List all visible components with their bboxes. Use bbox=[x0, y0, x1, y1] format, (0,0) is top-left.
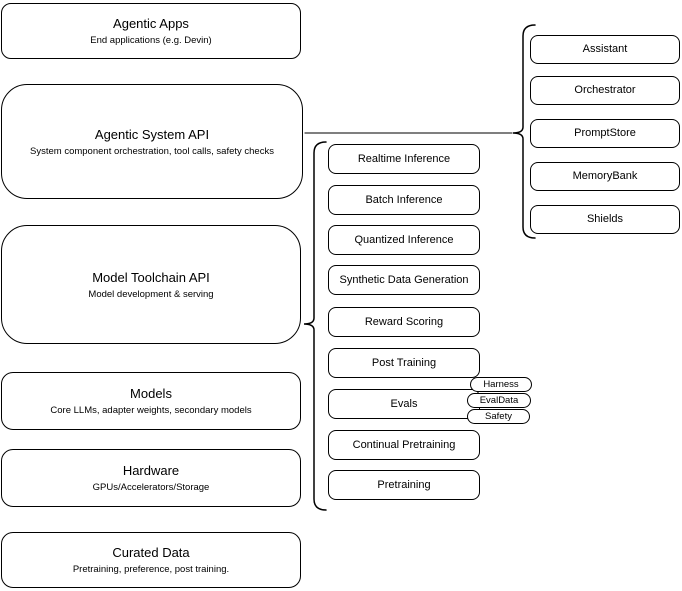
layer-subtitle: End applications (e.g. Devin) bbox=[90, 35, 212, 46]
service-box-post-training: Post Training bbox=[328, 348, 480, 378]
brace-toolchain-services bbox=[303, 141, 327, 511]
service-label: Reward Scoring bbox=[364, 315, 444, 328]
layer-box-agentic-apps: Agentic Apps End applications (e.g. Devi… bbox=[1, 3, 301, 59]
component-box-promptstore: PromptStore bbox=[530, 119, 680, 148]
layer-box-models: Models Core LLMs, adapter weights, secon… bbox=[1, 372, 301, 430]
component-label: PromptStore bbox=[574, 127, 636, 139]
service-box-pretraining: Pretraining bbox=[328, 470, 480, 500]
tag-oval-safety: Safety bbox=[467, 409, 530, 424]
service-label: Evals bbox=[390, 397, 418, 410]
component-box-assistant: Assistant bbox=[530, 35, 680, 64]
layer-box-curated-data: Curated Data Pretraining, preference, po… bbox=[1, 532, 301, 588]
service-box-batch-inference: Batch Inference bbox=[328, 185, 480, 215]
component-label: Orchestrator bbox=[574, 84, 636, 96]
tag-label: EvalData bbox=[479, 394, 519, 406]
service-box-quantized-inference: Quantized Inference bbox=[328, 225, 480, 255]
layer-title: Agentic Apps bbox=[113, 16, 189, 31]
service-box-reward-scoring: Reward Scoring bbox=[328, 307, 480, 337]
component-box-shields: Shields bbox=[530, 205, 680, 234]
layer-subtitle: Core LLMs, adapter weights, secondary mo… bbox=[50, 405, 252, 416]
layer-box-agentic-system-api: Agentic System API System component orch… bbox=[1, 84, 303, 199]
component-box-orchestrator: Orchestrator bbox=[530, 76, 680, 105]
layer-subtitle: System component orchestration, tool cal… bbox=[30, 145, 274, 157]
layer-box-hardware: Hardware GPUs/Accelerators/Storage bbox=[1, 449, 301, 507]
service-label: Quantized Inference bbox=[354, 233, 454, 246]
service-box-synthetic-data-generation: Synthetic Data Generation bbox=[328, 265, 480, 295]
component-label: Assistant bbox=[582, 43, 628, 55]
layer-subtitle: Model development & serving bbox=[88, 288, 214, 300]
layer-title: Agentic System API bbox=[94, 126, 210, 142]
service-label: Post Training bbox=[371, 356, 437, 369]
layer-box-model-toolchain-api: Model Toolchain API Model development & … bbox=[1, 225, 301, 344]
component-label: Shields bbox=[586, 213, 624, 225]
service-label: Synthetic Data Generation bbox=[339, 273, 469, 286]
component-box-memorybank: MemoryBank bbox=[530, 162, 680, 191]
tag-oval-evaldata: EvalData bbox=[467, 393, 531, 408]
service-box-continual-pretraining: Continual Pretraining bbox=[328, 430, 480, 460]
service-label: Continual Pretraining bbox=[352, 438, 456, 451]
layer-subtitle: Pretraining, preference, post training. bbox=[72, 564, 230, 575]
tag-oval-harness: Harness bbox=[470, 377, 532, 392]
service-label: Batch Inference bbox=[365, 193, 443, 206]
service-label: Pretraining bbox=[377, 478, 431, 491]
service-label: Realtime Inference bbox=[357, 152, 451, 165]
layer-title: Model Toolchain API bbox=[92, 269, 210, 285]
service-box-realtime-inference: Realtime Inference bbox=[328, 144, 480, 174]
service-box-evals: Evals bbox=[328, 389, 480, 419]
component-label: MemoryBank bbox=[572, 170, 638, 182]
layer-subtitle: GPUs/Accelerators/Storage bbox=[92, 482, 210, 493]
tag-label: Harness bbox=[483, 378, 519, 390]
layer-title: Hardware bbox=[122, 463, 180, 478]
layer-title: Curated Data bbox=[112, 545, 190, 560]
tag-label: Safety bbox=[485, 410, 512, 422]
layer-title: Models bbox=[130, 386, 172, 401]
